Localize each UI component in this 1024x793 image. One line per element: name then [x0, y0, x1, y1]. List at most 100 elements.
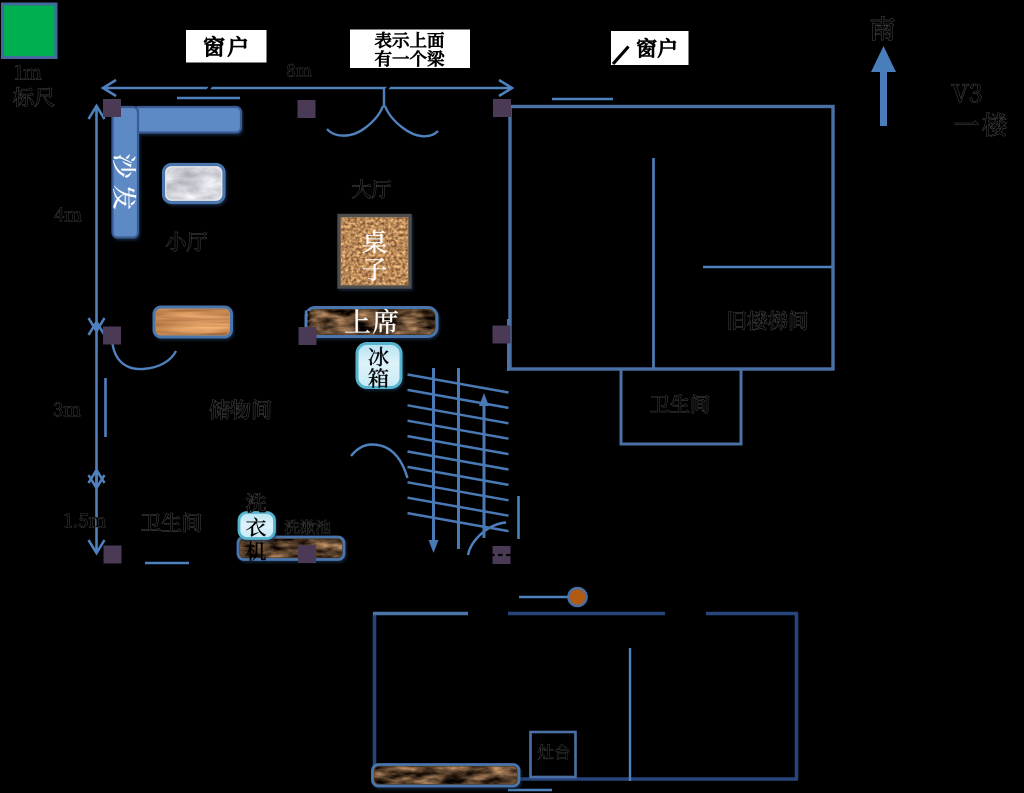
glyph: [409, 49, 427, 67]
glyphs-furniture-table: [362, 229, 387, 282]
glyph: [371, 179, 392, 199]
glyphs-beam-note-line2: [374, 49, 445, 67]
drawing-segment: [374, 766, 517, 784]
drawing-segment: [407, 450, 509, 471]
glyph: [969, 83, 982, 104]
glyph: [33, 87, 55, 108]
kitchen-bench: [371, 763, 521, 788]
glyph: [78, 513, 88, 528]
drawing-segment: [87, 539, 106, 556]
drawing-segment: [326, 105, 385, 137]
glyph: [245, 492, 267, 514]
glyph: [368, 367, 389, 389]
stairs-down-arrow: [428, 540, 439, 553]
glyphs-furniture-sofa: [112, 154, 137, 210]
drawing-segment: [166, 167, 221, 200]
stove-outline: [529, 730, 577, 779]
drawing-segment: [100, 78, 117, 98]
glyph: [351, 179, 372, 199]
glyph: [362, 229, 387, 254]
door-arc-stairs-left: [350, 443, 409, 479]
glyph: [636, 37, 657, 59]
glyph: [669, 394, 690, 413]
glyphs-compass-south: [870, 15, 895, 41]
column-s: [298, 545, 316, 563]
bottom-room-outline: [372, 611, 799, 781]
drawing-segment: [240, 539, 342, 558]
drawing-segment: [880, 68, 887, 126]
drawing-segment: [87, 467, 106, 484]
glyph: [368, 346, 389, 367]
text-layer: [12, 15, 1007, 761]
column-w: [103, 326, 121, 345]
column-ne: [493, 99, 511, 117]
glyphs-room-bath-left: [140, 512, 202, 533]
glyph: [392, 55, 410, 59]
glyphs-sheet-version: [951, 83, 982, 104]
glyph: [12, 86, 34, 108]
window-right-slash: [611, 45, 630, 66]
glyph: [64, 513, 72, 528]
drawing-segment: [407, 388, 509, 410]
glyphs-scale-label: [12, 86, 55, 108]
glyphs-room-bath-right: [650, 394, 710, 414]
glyph: [299, 519, 316, 536]
glyphs-scale-value: [15, 64, 42, 80]
dim-arrow-4m: [87, 103, 106, 334]
glyph: [362, 257, 387, 282]
bathroom-right-outline: [619, 367, 743, 446]
drawing-segment: [308, 309, 435, 335]
glyphs-fixture-stove: [537, 743, 570, 761]
glyph: [344, 309, 371, 333]
glyph: [391, 31, 410, 49]
scale-swatch: [1, 2, 58, 59]
dim-arrow-3m: [87, 319, 106, 491]
old-house-outline: [508, 104, 835, 446]
glyph: [63, 405, 81, 417]
glyph: [23, 68, 42, 80]
glyph: [537, 743, 555, 761]
glyph: [295, 67, 312, 77]
drawing-segment: [407, 496, 509, 517]
glyph: [870, 15, 895, 41]
column-c: [298, 327, 317, 345]
glyph: [165, 231, 186, 252]
drawing-segment: [407, 404, 509, 425]
glyph: [789, 310, 809, 331]
glyph: [252, 399, 272, 420]
glyph: [650, 394, 670, 413]
glyph: [209, 399, 231, 420]
glyph: [426, 50, 445, 67]
glyph: [203, 35, 225, 58]
glyph: [112, 154, 137, 178]
drawing-segment: [407, 434, 509, 456]
glyph: [284, 519, 300, 535]
glyph: [374, 49, 392, 67]
compass-arrow: [871, 46, 896, 126]
dim-arrow-1-5m: [87, 467, 106, 556]
glyph: [54, 207, 65, 222]
glyph: [73, 524, 77, 528]
drawing-segment: [156, 309, 230, 335]
glyphs-dim-top: [286, 63, 312, 78]
glyph: [427, 31, 445, 49]
tick-window-left: [202, 79, 217, 96]
drawing-segment: [407, 419, 509, 440]
drawing-segment: [407, 465, 509, 487]
drawing-segment: [407, 481, 509, 502]
drawing-segment: [383, 105, 439, 138]
washing-machine-box: [237, 511, 276, 540]
glyphs-sheet-floor: [954, 112, 1007, 137]
staircase: [407, 368, 509, 553]
drawing-segment: [87, 319, 106, 336]
glyphs-room-stairwell-old: [728, 310, 809, 331]
glyph: [112, 185, 137, 210]
glyph: [186, 231, 208, 252]
glyph: [183, 512, 202, 533]
door-arc-storage: [110, 339, 178, 371]
drawing-segment: [498, 78, 515, 98]
column-e: [492, 325, 511, 344]
orange-circle-marker: [567, 586, 588, 608]
column-sw: [103, 545, 122, 564]
glyph: [15, 64, 23, 80]
